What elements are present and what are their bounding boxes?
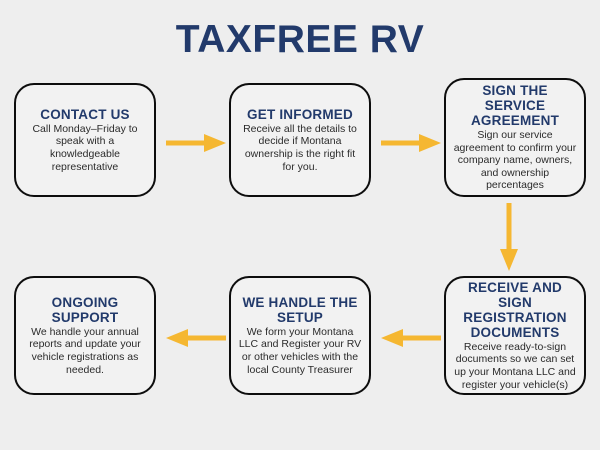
step-box-sign-the-service-agreement[interactable]: SIGN THE SERVICE AGREEMENT Sign our serv…	[444, 78, 586, 197]
step-title: ONGOING SUPPORT	[51, 294, 119, 325]
step-box-ongoing-support[interactable]: ONGOING SUPPORT We handle your annual re…	[14, 276, 156, 395]
step-title: RECEIVE AND SIGN REGISTRATION DOCUMENTS	[463, 279, 567, 340]
step-body: We handle your annual reports and update…	[29, 325, 141, 376]
step-box-we-handle-the-setup[interactable]: WE HANDLE THE SETUP We form your Montana…	[229, 276, 371, 395]
step-title: WE HANDLE THE SETUP	[242, 294, 358, 325]
step-title: GET INFORMED	[247, 106, 353, 122]
step-body: Receive ready-to-sign documents so we ca…	[454, 340, 576, 391]
step-body: We form your Montana LLC and Register yo…	[238, 325, 362, 376]
arrow-right-icon	[166, 130, 226, 156]
step-body: Call Monday–Friday to speak with a knowl…	[32, 122, 138, 173]
arrow-down-icon	[496, 203, 522, 271]
step-title: CONTACT US	[40, 106, 130, 122]
step-box-contact-us[interactable]: CONTACT US Call Monday–Friday to speak w…	[14, 83, 156, 197]
page-title: TAXFREE RV	[175, 18, 425, 61]
arrow-right-icon	[381, 130, 441, 156]
arrow-left-icon	[166, 325, 226, 351]
step-title: SIGN THE SERVICE AGREEMENT	[470, 83, 560, 129]
step-body: Sign our service agreement to confirm yo…	[453, 129, 577, 192]
arrow-left-icon	[381, 325, 441, 351]
step-box-get-informed[interactable]: GET INFORMED Receive all the details to …	[229, 83, 371, 197]
step-box-receive-and-sign-registration-documents[interactable]: RECEIVE AND SIGN REGISTRATION DOCUMENTS …	[444, 276, 586, 395]
step-body: Receive all the details to decide if Mon…	[243, 122, 357, 173]
